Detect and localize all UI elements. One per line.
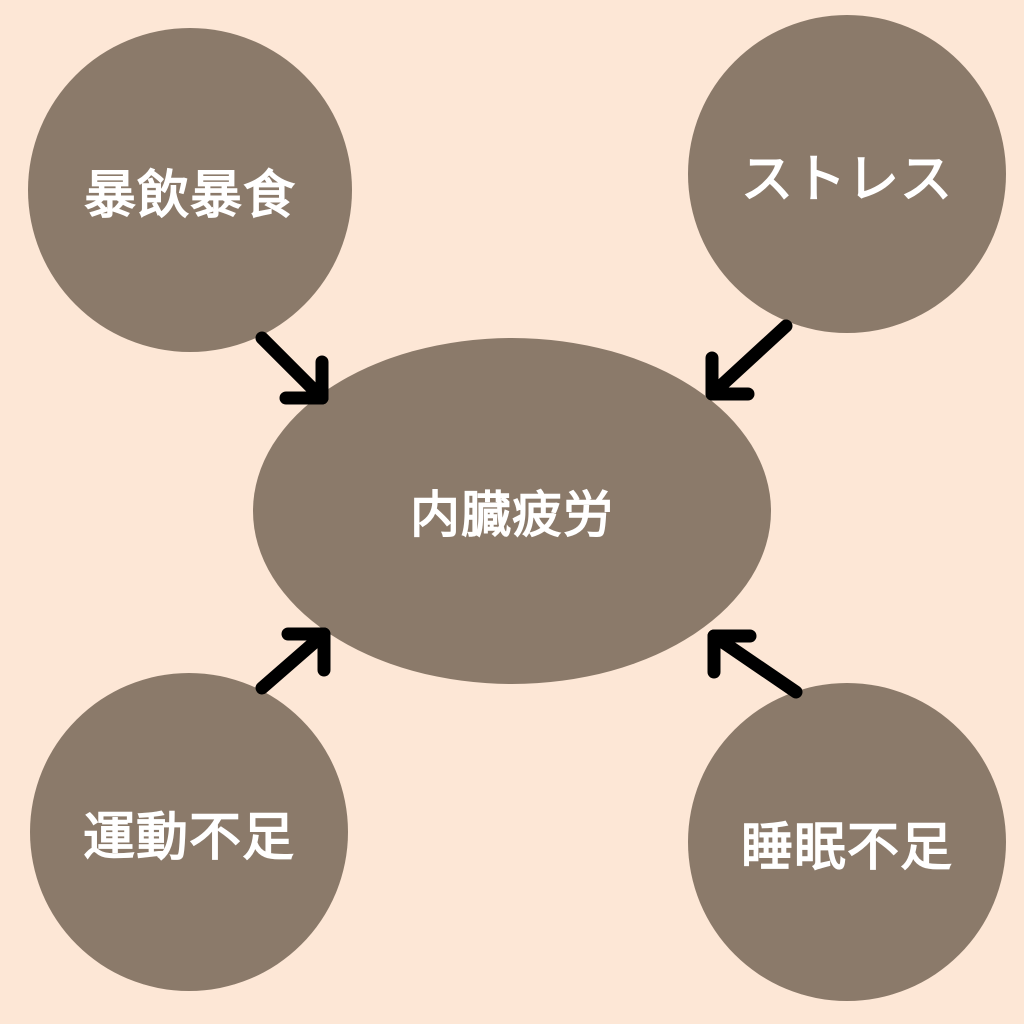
- cause-label-lack-of-exercise: 運動不足: [82, 807, 295, 868]
- arrow-sleep-to-center: [707, 629, 803, 699]
- cause-node-stress: ストレス: [688, 15, 1006, 333]
- cause-node-lack-of-exercise: 運動不足: [30, 673, 348, 991]
- cause-node-overeating: 暴飲暴食: [28, 28, 352, 352]
- cause-label-lack-of-sleep: 睡眠不足: [740, 817, 953, 878]
- cause-node-lack-of-sleep: 睡眠不足: [688, 683, 1006, 1001]
- arrow-exercise-to-center: [255, 627, 331, 695]
- arrow-stress-to-center: [705, 319, 793, 401]
- center-label: 内臓疲労: [410, 486, 614, 544]
- cause-label-overeating: 暴飲暴食: [83, 165, 296, 226]
- cause-label-stress: ストレス: [740, 149, 953, 210]
- center-node-visceral-fatigue: 内臓疲労: [253, 338, 771, 684]
- arrow-overeating-to-center: [255, 331, 329, 405]
